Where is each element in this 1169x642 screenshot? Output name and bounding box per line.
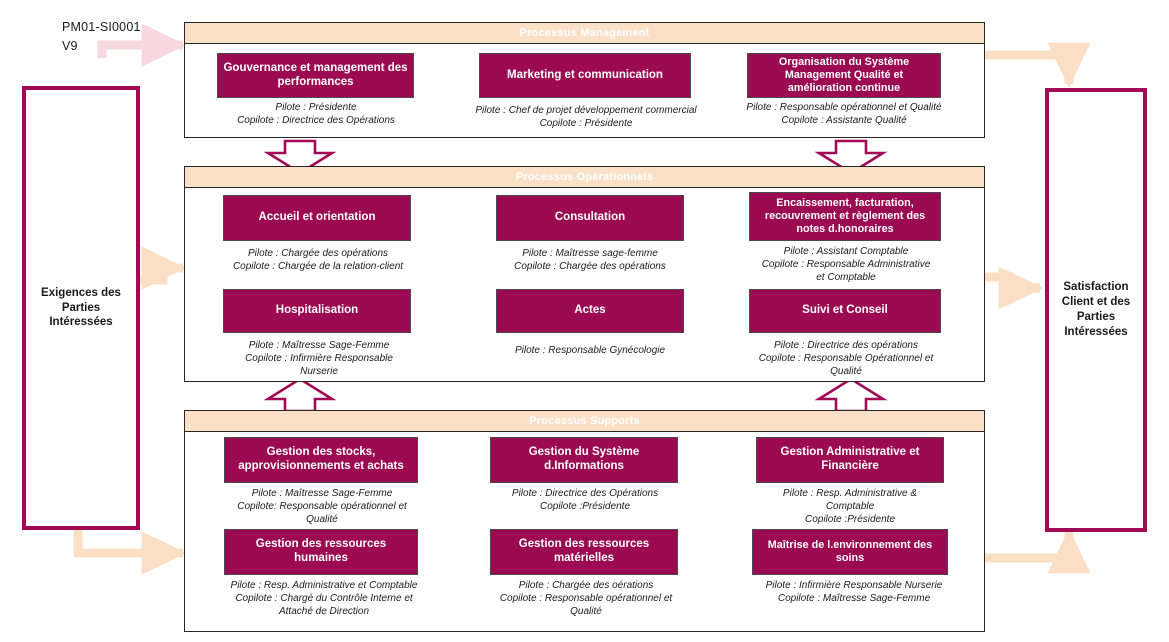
process-box-gouvernance-title: Gouvernance et management des performanc… [223, 61, 408, 88]
process-box-gestion-stocks[interactable]: Gestion des stocks, approvisionnements e… [224, 437, 418, 483]
caption-gestion-materielles: Pilote : Chargée des oérations Copilote … [499, 580, 673, 617]
section-operationnels-title: Processus Opérationnels [515, 171, 654, 183]
caption-gestion-si: Pilote : Directrice des Opérations Copil… [511, 488, 659, 512]
caption-gestion-admin-fin: Pilote : Resp. Administrative & Comptabl… [782, 488, 918, 525]
process-box-accueil-title: Accueil et orientation [258, 211, 376, 224]
caption-suivi-conseil: Pilote : Directrice des opérations Copil… [758, 340, 934, 377]
process-box-marketing[interactable]: Marketing et communication [479, 53, 691, 98]
process-box-gestion-materielles[interactable]: Gestion des ressources matérielles [490, 529, 678, 575]
process-box-suivi-conseil-title: Suivi et Conseil [802, 304, 888, 317]
right-pillar-label: Satisfaction Client et des Parties Intér… [1061, 281, 1131, 338]
section-management-title: Processus Management [519, 27, 650, 39]
process-box-gestion-rh-title: Gestion des ressources humaines [255, 538, 387, 564]
caption-gestion-rh: Pilote : Resp. Administrative et Comptab… [230, 580, 418, 617]
caption-marketing: Pilote : Chef de projet développement co… [475, 105, 697, 129]
process-box-organisation-smq[interactable]: Organisation du Système Management Quali… [747, 53, 941, 98]
caption-maitrise-env: Pilote : Infirmière Responsable Nurserie… [765, 580, 943, 604]
caption-consultation: Pilote : Maîtresse sage-femme Copilote :… [514, 248, 666, 272]
process-box-encaissement[interactable]: Encaissement, facturation, recouvrement … [749, 192, 941, 241]
process-box-encaissement-title: Encaissement, facturation, recouvrement … [764, 197, 926, 235]
process-box-consultation-title: Consultation [554, 211, 626, 224]
process-box-maitrise-env-title: Maîtrise de l.environnement des soins [767, 539, 933, 564]
process-box-gestion-si[interactable]: Gestion du Système d.Informations [490, 437, 678, 483]
process-box-gestion-admin-fin[interactable]: Gestion Administrative et Financière [756, 437, 944, 483]
caption-hospitalisation: Pilote : Maîtresse Sage-Femme Copilote :… [245, 340, 393, 377]
caption-encaissement: Pilote : Assistant Comptable Copilote : … [761, 246, 931, 283]
process-box-actes[interactable]: Actes [496, 289, 684, 333]
caption-actes: Pilote : Responsable Gynécologie [514, 345, 666, 356]
left-pillar: Exigences des Parties Intéressées [22, 86, 140, 530]
right-pillar: Satisfaction Client et des Parties Intér… [1045, 88, 1147, 532]
process-box-maitrise-env[interactable]: Maîtrise de l.environnement des soins [752, 529, 948, 575]
caption-gestion-stocks: Pilote : Maîtresse Sage-Femme Copilote: … [237, 488, 407, 525]
section-supports-title: Processus Supports [529, 415, 640, 427]
section-operationnels-header: Processus Opérationnels [185, 167, 984, 188]
caption-gouvernance: Pilote : Présidente Copilote : Directric… [237, 102, 395, 126]
process-box-gestion-rh[interactable]: Gestion des ressources humaines [224, 529, 418, 575]
document-code: PM01-SI0001 V9 [62, 20, 141, 54]
process-box-hospitalisation[interactable]: Hospitalisation [223, 289, 411, 333]
left-pillar-label: Exigences des Parties Intéressées [41, 286, 121, 329]
process-box-suivi-conseil[interactable]: Suivi et Conseil [749, 289, 941, 333]
process-box-gestion-materielles-title: Gestion des ressources matérielles [518, 538, 650, 564]
process-box-marketing-title: Marketing et communication [507, 68, 663, 81]
section-supports-header: Processus Supports [185, 411, 984, 432]
process-box-gestion-admin-fin-title: Gestion Administrative et Financière [780, 446, 920, 472]
process-box-gestion-si-title: Gestion du Système d.Informations [528, 446, 640, 472]
process-box-gestion-stocks-title: Gestion des stocks, approvisionnements e… [238, 446, 404, 472]
caption-organisation-smq: Pilote : Responsable opérationnel et Qua… [746, 102, 942, 126]
section-management-header: Processus Management [185, 23, 984, 44]
process-box-consultation[interactable]: Consultation [496, 195, 684, 241]
process-box-hospitalisation-title: Hospitalisation [275, 304, 359, 317]
process-box-organisation-smq-title: Organisation du Système Management Quali… [778, 56, 910, 94]
process-box-gouvernance[interactable]: Gouvernance et management des performanc… [217, 53, 414, 98]
process-box-actes-title: Actes [574, 304, 606, 317]
caption-accueil: Pilote : Chargée des opérations Copilote… [232, 248, 404, 272]
process-box-accueil[interactable]: Accueil et orientation [223, 195, 411, 241]
